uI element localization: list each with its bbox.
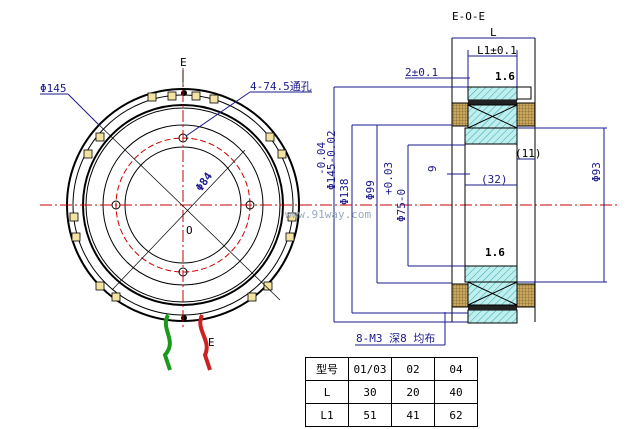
- roughness-bottom: 1.6: [485, 246, 505, 259]
- dim-11: (11): [515, 147, 542, 160]
- bolt-circle-label: Φ84: [193, 170, 215, 194]
- header-cell: 04: [434, 357, 478, 381]
- section-mark-bottom: E: [208, 336, 215, 349]
- dim-dia-75: Φ75-0: [395, 189, 408, 222]
- thread-note: 8-M3 深8 均布: [356, 332, 435, 345]
- dim-dia-99: Φ99: [364, 180, 377, 200]
- dim-9: 9: [426, 165, 439, 172]
- table-cell: L: [305, 380, 349, 404]
- table-header-row: 型号 01/03 02 04: [305, 357, 478, 381]
- dim-32: (32): [481, 173, 508, 186]
- tol-75: +0.03: [382, 162, 395, 195]
- dimension-lines: [333, 37, 607, 346]
- dim-l: L: [490, 26, 497, 39]
- roughness-top: 1.6: [495, 70, 515, 83]
- header-cell: 02: [391, 357, 435, 381]
- bolt-pads: [69, 91, 297, 302]
- center-lines: [40, 70, 620, 330]
- holes-label: 4-74.5通孔: [250, 80, 312, 93]
- section-title: E-O-E: [452, 10, 485, 23]
- header-model: 型号: [305, 357, 349, 381]
- dim-l1: L1±0.1: [477, 44, 517, 57]
- table-cell: 62: [434, 403, 478, 427]
- dim-dia-138: Φ138: [338, 179, 351, 206]
- table-cell: L1: [305, 403, 349, 427]
- model-table: 型号 01/03 02 04 L 30 20 40 L1 51 41 62: [305, 357, 478, 427]
- outer-diameter-label: Φ145: [40, 82, 67, 95]
- watermark: www.91way.com: [285, 208, 371, 221]
- table-row: L1 51 41 62: [305, 403, 478, 427]
- tol-upper-145: -0.04: [315, 142, 328, 175]
- table-row: L 30 20 40: [305, 380, 478, 404]
- header-cell: 01/03: [348, 357, 392, 381]
- table-cell: 30: [348, 380, 392, 404]
- table-cell: 51: [348, 403, 392, 427]
- dim-dia-145: Φ145-0.02: [325, 130, 338, 190]
- wire-red: [198, 314, 212, 371]
- dim-dia-93: Φ93: [590, 162, 603, 182]
- section-mark-top: E: [180, 56, 187, 69]
- table-cell: 41: [391, 403, 435, 427]
- table-cell: 20: [391, 380, 435, 404]
- front-view: [40, 68, 620, 371]
- dim-offset: 2±0.1: [405, 66, 438, 79]
- table-cell: 40: [434, 380, 478, 404]
- side-view: [451, 38, 536, 324]
- wire-green: [162, 314, 172, 371]
- center-label: O: [186, 224, 193, 237]
